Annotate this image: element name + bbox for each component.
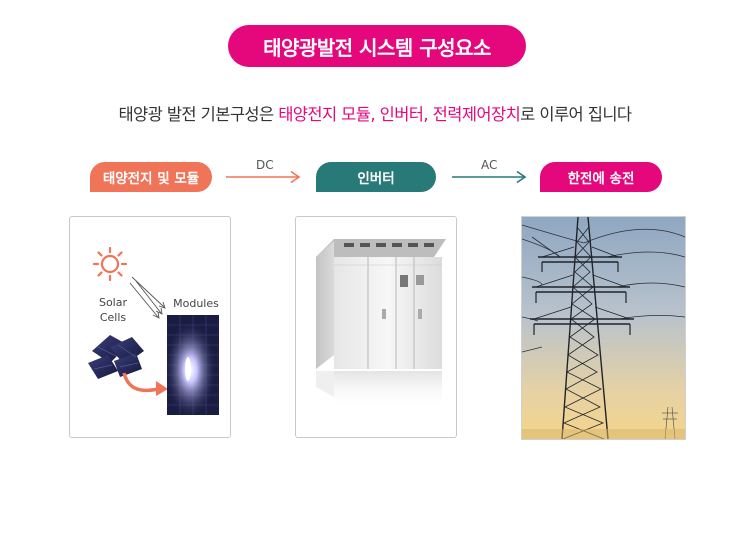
solar-label-line1: Solar	[98, 296, 128, 309]
modules-label: Modules	[173, 297, 219, 310]
inverter-image	[295, 216, 457, 438]
subtitle-highlight: 태양전지 모듈, 인버터, 전력제어장치	[278, 105, 521, 124]
sun-rays-icon	[88, 246, 219, 415]
page-title: 태양광발전 시스템 구성요소	[228, 25, 526, 67]
inverter-cabinet-icon	[316, 239, 446, 411]
dc-arrow-icon	[226, 170, 301, 184]
step-solar-module-tag: 태양전지 및 모듈	[90, 162, 212, 192]
dc-flow-label: DC	[256, 158, 274, 172]
power-tower-icon	[522, 217, 685, 439]
solar-label-line2: Cells	[99, 311, 127, 324]
step-inverter-tag: 인버터	[316, 162, 436, 192]
transmission-tower-image	[521, 216, 686, 440]
subtitle-part1: 태양광 발전 기본구성은	[118, 105, 279, 124]
subtitle: 태양광 발전 기본구성은 태양전지 모듈, 인버터, 전력제어장치로 이루어 집…	[0, 101, 750, 125]
ac-arrow-icon	[452, 170, 527, 184]
subtitle-part2: 로 이루어 집니다	[520, 105, 632, 124]
step-grid-tag: 한전에 송전	[540, 162, 662, 192]
ac-flow-label: AC	[481, 158, 498, 172]
